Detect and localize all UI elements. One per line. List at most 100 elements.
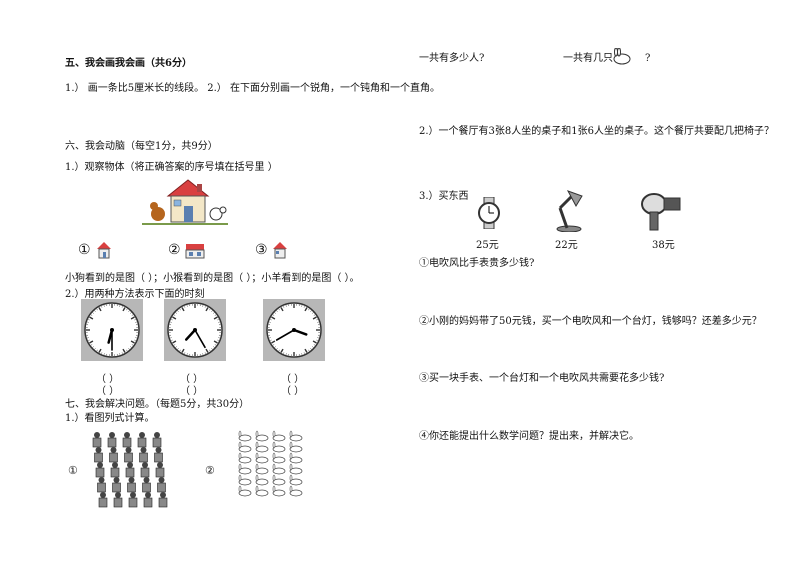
person-figure (154, 447, 163, 463)
clock-tick (131, 314, 134, 316)
clock-tick (90, 344, 93, 346)
clock-tick (204, 352, 206, 354)
minute-hand (194, 329, 206, 349)
person-figure (139, 447, 148, 463)
clock-tick (205, 307, 209, 312)
watch-price: 25元 (476, 240, 499, 251)
clock-tick (274, 346, 276, 348)
clock-tick (128, 348, 130, 350)
rabbit-figure (272, 452, 286, 464)
person-figure (140, 462, 150, 478)
clock-1-answer-blank-a[interactable]: （ ） (96, 374, 120, 385)
clock-3-answer-blank-a[interactable]: （ ） (281, 374, 305, 385)
person-figure (98, 492, 108, 508)
person-figure (124, 447, 133, 463)
clock-2-answer-blank-a[interactable]: （ ） (180, 374, 204, 385)
clock-tick (171, 339, 173, 341)
clock-tick (283, 352, 285, 354)
section7-question1: 1.）看图列式计算。 (65, 413, 155, 424)
clock-center (193, 328, 197, 332)
clock-tick (276, 310, 278, 312)
clock-2 (164, 299, 226, 361)
clock-tick (88, 319, 90, 321)
clock-tick (130, 346, 132, 348)
rabbit-figure (272, 474, 286, 486)
clock-tick (92, 346, 94, 348)
rabbit-figure (289, 474, 303, 486)
clock-tick (121, 352, 123, 354)
clock-tick (211, 348, 213, 350)
question-restaurant-chairs: 2.）一个餐厅有3张8人坐的桌子和1张6人坐的桌子。这个餐厅共要配几把椅子？ (419, 126, 774, 137)
clock-tick (98, 348, 102, 353)
people-crowd-illustration (86, 428, 168, 512)
option-2-label: ② (168, 242, 181, 258)
lamp-price: 22元 (555, 240, 578, 251)
person-figure (128, 492, 138, 508)
clock-tick (217, 319, 219, 321)
section6-question1: 1.）观察物体（将正确答案的序号填在括号里 ） (65, 162, 278, 173)
hour-hand (184, 328, 197, 341)
clock-tick (313, 344, 316, 346)
clock-2-answer-blank-b[interactable]: （ ） (180, 386, 204, 397)
rabbit-figure (289, 463, 303, 475)
clock-tick (121, 306, 123, 308)
house-scene-illustration (140, 178, 230, 228)
person-figure (155, 462, 165, 478)
house-view-2-icon (185, 243, 205, 263)
person-figure (110, 462, 120, 478)
rabbits-group-illustration (234, 428, 306, 502)
clock-3-answer-blank-b[interactable]: （ ） (281, 386, 305, 397)
clock-tick (94, 310, 96, 312)
clock-tick (177, 310, 179, 312)
observation-answer-line: 小狗看到的是图（ ）；小猴看到的是图（ ）；小羊看到的是图（ ）。 (65, 273, 360, 284)
clock-tick (173, 314, 176, 316)
person-figure (112, 477, 121, 493)
rabbit-figure (272, 430, 286, 442)
clock-tick (310, 348, 312, 350)
person-figure (92, 432, 102, 448)
clock-tick (134, 319, 136, 321)
rabbit-figure (255, 452, 269, 464)
hair-dryer-icon (640, 192, 682, 236)
clock-tick (89, 316, 94, 320)
clock-tick (278, 349, 280, 352)
person-figure (125, 462, 135, 478)
clock-tick (130, 340, 135, 344)
subquestion-4: ④你还能提出什么数学问题？提出来，并解决它。 (419, 431, 639, 442)
rabbit-figure (289, 441, 303, 453)
clock-tick (130, 316, 135, 320)
person-figure (97, 477, 106, 493)
clock-tick (171, 319, 173, 321)
person-figure (152, 432, 162, 448)
clock-center (292, 328, 296, 332)
clock-tick (316, 339, 318, 341)
clock-tick (172, 340, 177, 344)
clock-tick (270, 319, 272, 321)
clock-tick (134, 339, 136, 341)
clock-1-answer-blank-b[interactable]: （ ） (96, 386, 120, 397)
person-figure (143, 492, 153, 508)
clock-tick (175, 346, 177, 348)
person-figure (113, 492, 123, 508)
option-3-label: ③ (255, 242, 268, 258)
clock-tick (280, 348, 284, 353)
option-1-label: ① (78, 242, 91, 258)
clock-tick (214, 344, 217, 346)
clock-tick (312, 316, 317, 320)
hour-hand (292, 328, 308, 336)
dryer-price: 38元 (652, 240, 675, 251)
rabbit-figure (238, 452, 252, 464)
clock-tick (310, 310, 312, 312)
clock-tick (303, 352, 305, 354)
person-figure (109, 447, 118, 463)
clock-tick (211, 310, 213, 312)
section6-title: 六、我会动脑（每空1分，共9分） (65, 141, 218, 152)
clock-tick (96, 308, 98, 311)
section5-question: 1.） 画一条比5厘米长的线段。 2.） 在下面分别画一个锐角，一个钝角和一个直… (65, 83, 440, 94)
clock-tick (179, 308, 181, 311)
clock-tick (92, 312, 94, 314)
clock-tick (131, 344, 134, 346)
clock-tick (205, 348, 209, 353)
clock-tick (213, 312, 215, 314)
minute-hand (275, 329, 295, 341)
